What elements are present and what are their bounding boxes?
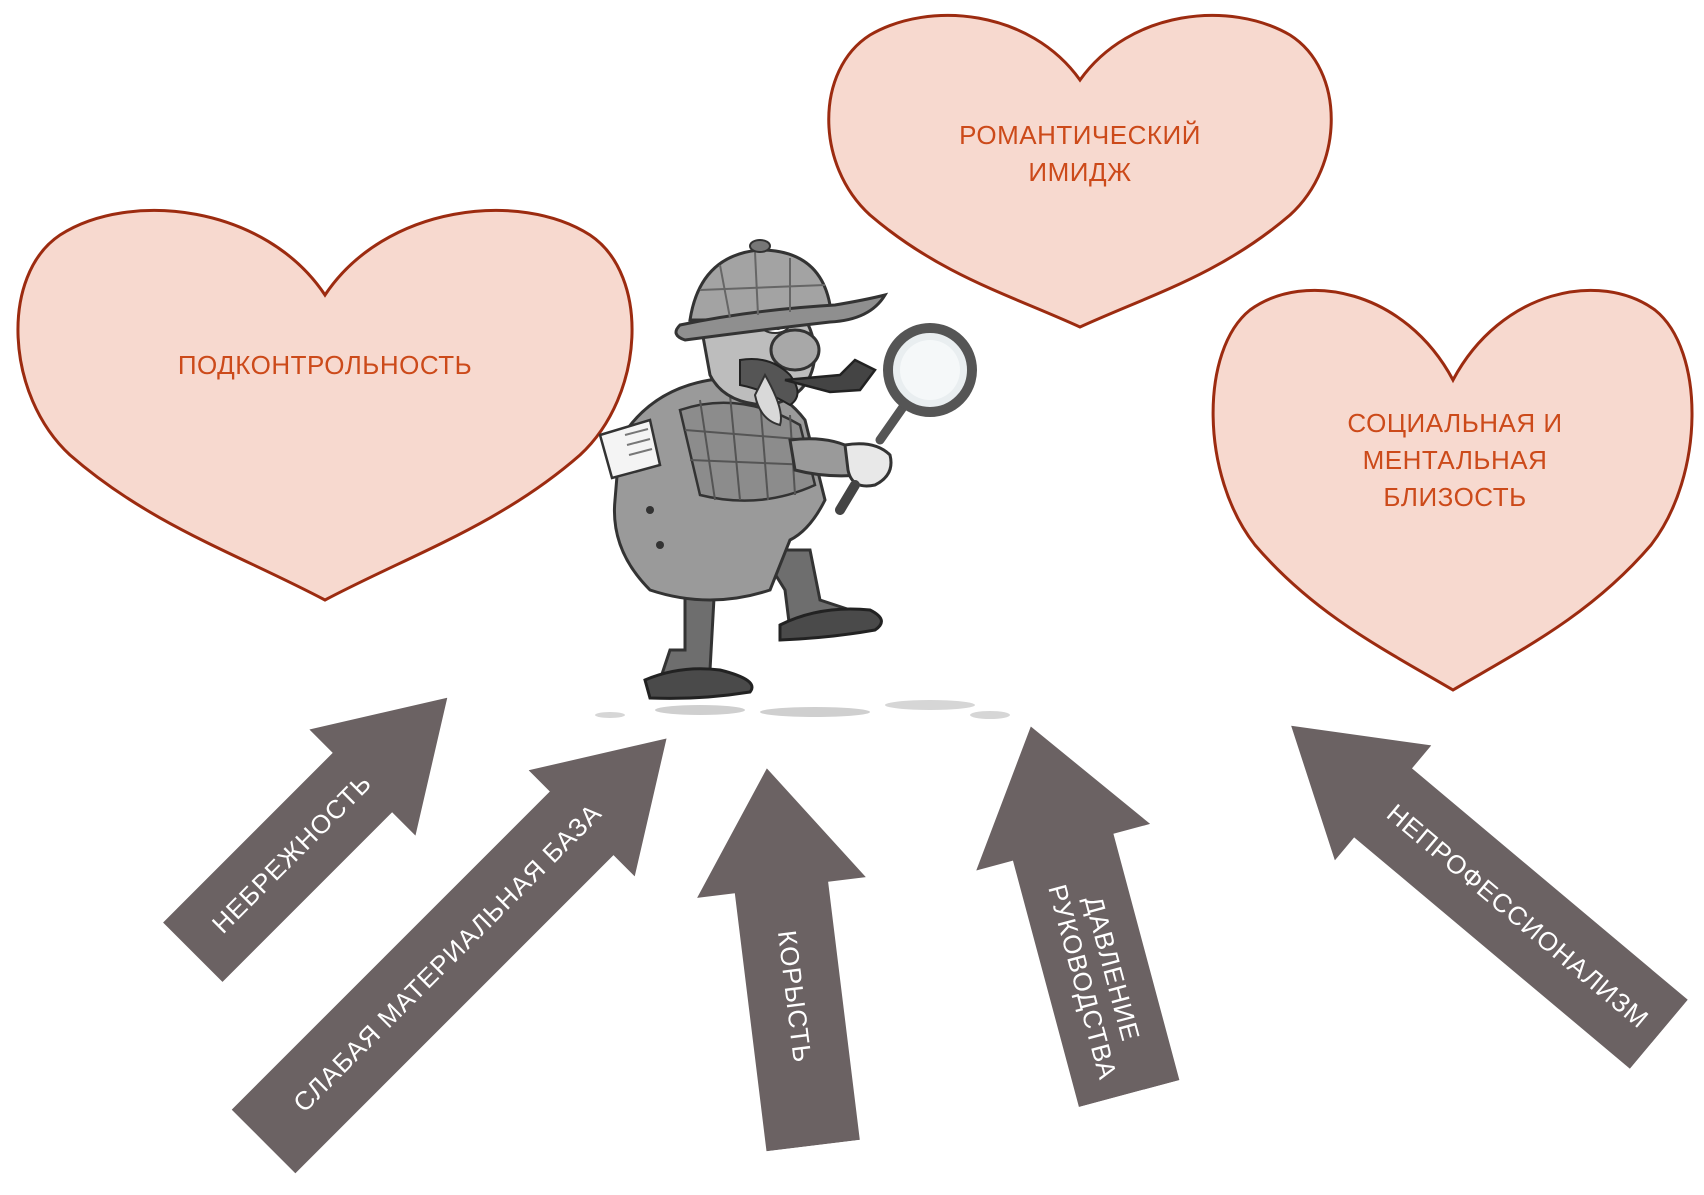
arrow-neprofessionalizm: НЕПРОФЕССИОНАЛИЗМ: [1243, 668, 1704, 1091]
up-arrow-icon: [1291, 725, 1688, 1069]
heart-label: ПОДКОНТРОЛЬНОСТЬ: [177, 350, 473, 380]
arrow-nebrezhnost: НЕБРЕЖНОСТЬ: [140, 645, 501, 1006]
heart-shape-icon: [1211, 289, 1694, 692]
heart-label: РОМАНТИЧЕСКИЙ ИМИДЖ: [959, 120, 1201, 187]
arrow-korist: КОРЫСТЬ: [682, 758, 897, 1156]
heart-socialnaya-blizost: СОЦИАЛЬНАЯ И МЕНТАЛЬНАЯ БЛИЗОСТЬ: [1205, 275, 1700, 695]
heart-podkontrolnost: ПОДКОНТРОЛЬНОСТЬ: [10, 195, 640, 605]
detective-with-magnifying-glass-icon: [590, 210, 1070, 730]
heart-romanticheskiy-imidzh: РОМАНТИЧЕСКИЙ ИМИДЖ: [810, 5, 1350, 330]
up-arrow-icon: [163, 697, 448, 982]
arrow-davlenie-rukovodstva: ДАВЛЕНИЕ РУКОВОДСТВА: [944, 703, 1216, 1117]
heart-shape-icon: [16, 208, 634, 602]
arrow-slabaya-baza: СЛАБАЯ МАТЕРИАЛЬНАЯ БАЗА: [210, 685, 719, 1194]
up-arrow-icon: [697, 768, 866, 1152]
up-arrow-icon: [976, 726, 1180, 1107]
heart-shape-icon: [827, 13, 1333, 329]
heart-label: СОЦИАЛЬНАЯ И МЕНТАЛЬНАЯ БЛИЗОСТЬ: [1347, 408, 1563, 512]
up-arrow-icon: [231, 738, 667, 1174]
